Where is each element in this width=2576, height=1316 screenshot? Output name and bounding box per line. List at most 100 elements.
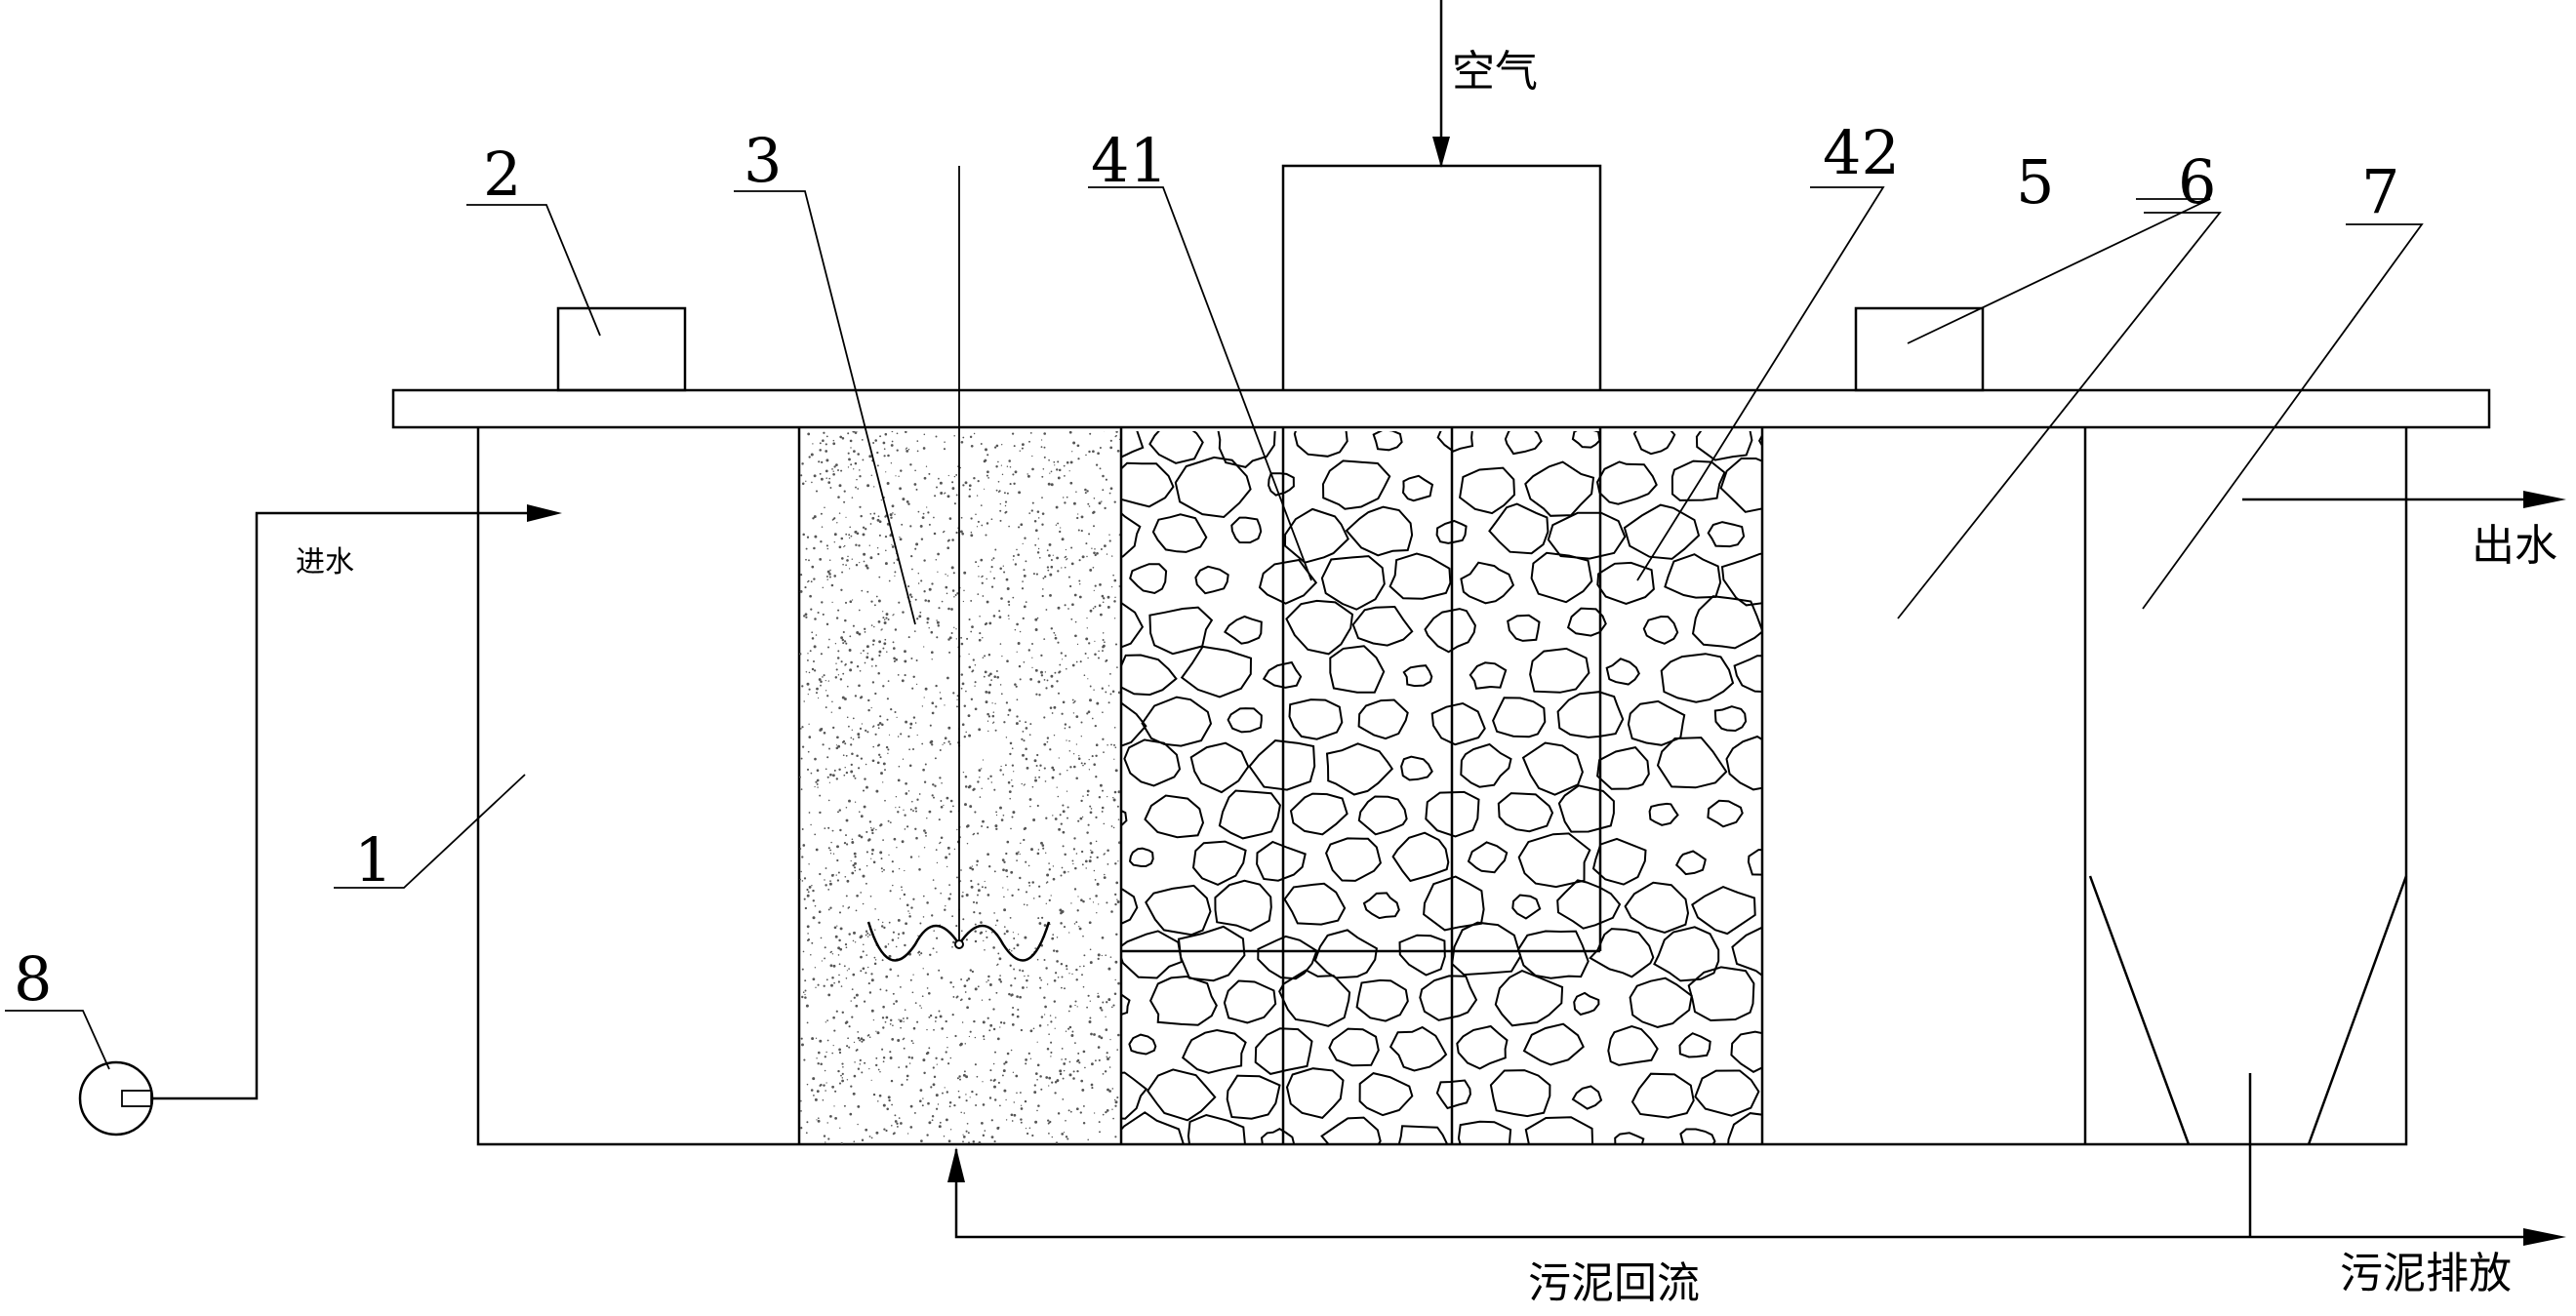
speckle-dot bbox=[1093, 525, 1095, 528]
speckle-dot bbox=[801, 745, 805, 748]
speckle-dot bbox=[978, 638, 982, 642]
speckle-dot bbox=[1022, 617, 1025, 620]
speckle-dot bbox=[1114, 978, 1116, 981]
speckle-dot bbox=[808, 812, 811, 814]
speckle-dot bbox=[808, 863, 810, 865]
speckle-dot bbox=[1059, 663, 1062, 666]
speckle-dot bbox=[1101, 954, 1103, 957]
speckle-dot bbox=[1011, 747, 1014, 750]
speckle-dot bbox=[937, 571, 939, 573]
speckle-dot bbox=[909, 856, 913, 858]
speckle-dot bbox=[1010, 870, 1014, 874]
speckle-dot bbox=[1090, 849, 1092, 852]
speckle-dot bbox=[840, 537, 844, 540]
speckle-dot bbox=[1092, 450, 1095, 454]
speckle-dot bbox=[808, 723, 810, 725]
speckle-dot bbox=[1043, 679, 1046, 681]
speckle-dot bbox=[1089, 897, 1091, 900]
speckle-dot bbox=[907, 790, 910, 792]
speckle-dot bbox=[1101, 936, 1105, 939]
speckle-dot bbox=[938, 1125, 942, 1129]
speckle-dot bbox=[892, 870, 895, 873]
speckle-dot bbox=[880, 925, 884, 928]
speckle-dot bbox=[808, 559, 810, 562]
speckle-dot bbox=[853, 852, 857, 856]
filler-stone bbox=[1397, 1125, 1449, 1144]
speckle-dot bbox=[964, 803, 967, 807]
speckle-dot bbox=[1062, 804, 1065, 807]
speckle-dot bbox=[992, 946, 995, 949]
speckle-dot bbox=[1031, 467, 1034, 471]
speckle-dot bbox=[1063, 870, 1067, 874]
speckle-dot bbox=[886, 718, 889, 721]
speckle-dot bbox=[949, 810, 952, 814]
speckle-dot bbox=[848, 725, 850, 728]
speckle-dot bbox=[852, 973, 856, 977]
speckle-dot bbox=[1012, 596, 1015, 599]
filler-stone bbox=[1320, 1116, 1382, 1144]
speckle-dot bbox=[838, 706, 841, 710]
speckle-dot bbox=[951, 1013, 954, 1017]
speckle-dot bbox=[1011, 784, 1014, 787]
speckle-dot bbox=[1114, 902, 1117, 906]
speckle-dot bbox=[1048, 1121, 1051, 1124]
speckle-dot bbox=[1098, 650, 1100, 653]
speckle-dot bbox=[808, 886, 812, 889]
speckle-dot bbox=[854, 1061, 856, 1063]
outlet-label: 出水 bbox=[2472, 521, 2557, 571]
speckle-dot bbox=[1080, 762, 1083, 765]
speckle-dot bbox=[886, 482, 890, 485]
speckle-dot bbox=[1113, 790, 1117, 794]
speckle-dot bbox=[900, 986, 902, 988]
speckle-dot bbox=[1016, 1092, 1018, 1095]
speckle-dot bbox=[1069, 460, 1073, 464]
speckle-dot bbox=[1039, 1075, 1042, 1078]
speckle-dot bbox=[872, 643, 874, 646]
speckle-dot bbox=[969, 866, 972, 870]
speckle-dot bbox=[865, 882, 867, 885]
speckle-dot bbox=[1066, 460, 1069, 464]
speckle-dot bbox=[1113, 578, 1117, 582]
speckle-dot bbox=[823, 1084, 825, 1087]
speckle-dot bbox=[843, 500, 846, 503]
speckle-dot bbox=[989, 571, 991, 573]
filler-stone bbox=[1400, 755, 1433, 781]
speckle-dot bbox=[825, 435, 828, 438]
speckle-dot bbox=[884, 515, 887, 518]
speckle-dot bbox=[1009, 916, 1012, 919]
speckle-dot bbox=[939, 841, 942, 844]
speckle-dot bbox=[1040, 446, 1043, 449]
speckle-dot bbox=[959, 1042, 963, 1046]
speckle-dot bbox=[890, 516, 893, 519]
speckle-dot bbox=[1052, 934, 1055, 936]
speckle-dot bbox=[804, 906, 808, 910]
filler-stone bbox=[1430, 701, 1486, 746]
filler-stone bbox=[1656, 737, 1728, 789]
speckle-dot bbox=[1069, 766, 1072, 769]
filler-stone bbox=[1517, 832, 1591, 889]
speckle-dot bbox=[859, 868, 862, 871]
speckle-dot bbox=[999, 1026, 1001, 1028]
speckle-dot bbox=[817, 1062, 820, 1065]
speckle-dot bbox=[952, 995, 955, 998]
speckle-dot bbox=[856, 478, 858, 481]
speckle-dot bbox=[898, 933, 901, 936]
speckle-dot bbox=[1024, 975, 1026, 977]
speckle-dot bbox=[1008, 708, 1012, 712]
speckle-dot bbox=[946, 1118, 948, 1122]
speckle-dot bbox=[1103, 751, 1105, 753]
filler-stone bbox=[1129, 563, 1168, 595]
speckle-dot bbox=[1033, 1091, 1037, 1095]
speckle-dot bbox=[896, 1122, 899, 1125]
speckle-dot bbox=[828, 638, 830, 641]
speckle-dot bbox=[1003, 1062, 1006, 1065]
speckle-dot bbox=[1004, 504, 1007, 507]
speckle-dot bbox=[1076, 1006, 1078, 1008]
speckle-dot bbox=[1107, 1088, 1109, 1092]
speckle-dot bbox=[981, 581, 984, 584]
filler-stone bbox=[1325, 742, 1394, 796]
speckle-dot bbox=[825, 459, 829, 462]
speckle-dot bbox=[1037, 680, 1041, 684]
speckle-dot bbox=[1033, 759, 1037, 763]
speckle-dot bbox=[939, 481, 943, 485]
